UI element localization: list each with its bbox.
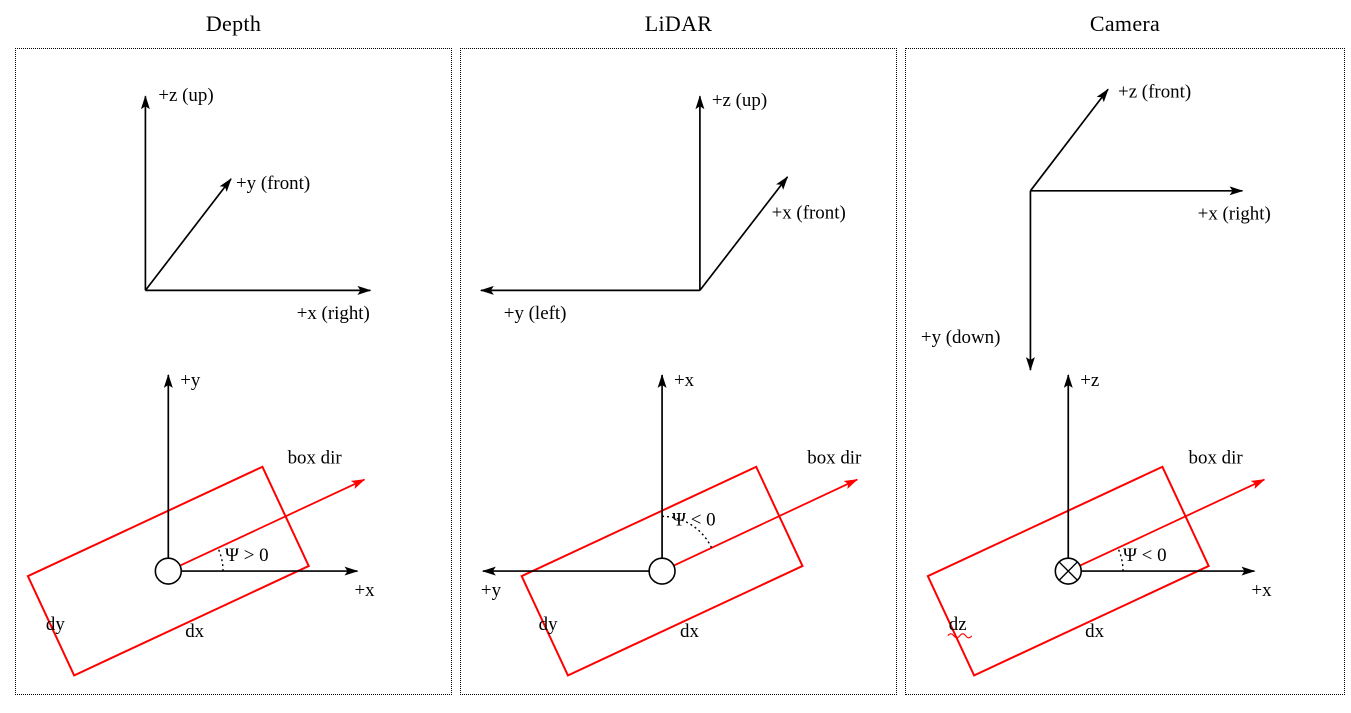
camera-angle-label: Ψ < 0 bbox=[1123, 545, 1167, 566]
camera-dx-label: dx bbox=[1085, 621, 1104, 642]
lidar-box-dir-label: box dir bbox=[807, 448, 862, 469]
lidar-diagram: +z (up) +x (front) +y (left) +x +y box d… bbox=[479, 90, 862, 677]
lidar-box-dir-arrow bbox=[661, 478, 859, 572]
panel-title-lidar: LiDAR bbox=[644, 11, 713, 36]
depth-angle-label: Ψ > 0 bbox=[225, 545, 269, 566]
camera-box-dir-label: box dir bbox=[1189, 448, 1244, 469]
panel-lidar: +z (up) +x (front) +y (left) +x +y box d… bbox=[460, 48, 897, 695]
depth-3d-axes: +z (up) +y (front) +x (right) bbox=[140, 85, 372, 324]
camera-box-horizontal-axis-label: +x bbox=[1251, 580, 1272, 601]
coordinate-systems-figure: Depth +z (up) +y (front) +x (right) bbox=[15, 0, 1345, 695]
lidar-3d-axes: +z (up) +x (front) +y (left) bbox=[479, 90, 846, 324]
depth-box-vertical-axis-label: +y bbox=[180, 370, 201, 391]
lidar-dy-label: dy bbox=[539, 614, 558, 635]
camera-column: Camera +z (front) +x (right) +y (down) bbox=[905, 0, 1345, 695]
lidar-box-diagram: +x +y box dir Ψ < 0 dy dx bbox=[481, 370, 862, 677]
camera-y-axis-label: +y (down) bbox=[921, 327, 1000, 348]
lidar-box-horizontal-axis-label: +y bbox=[481, 580, 502, 601]
depth-angle-arc bbox=[217, 547, 224, 572]
depth-box-diagram: +y +x box dir Ψ > 0 dy dx bbox=[26, 370, 375, 677]
lidar-x-axis-arrow bbox=[699, 176, 789, 291]
depth-box-horizontal-axis-label: +x bbox=[354, 580, 375, 601]
camera-dz-label: dz bbox=[949, 614, 967, 635]
camera-angle-arc bbox=[1117, 547, 1124, 572]
lidar-angle-arc bbox=[662, 515, 713, 549]
depth-box-dir-label: box dir bbox=[288, 448, 343, 469]
lidar-column: LiDAR +z (up) +x (front) +y (left) bbox=[460, 0, 897, 695]
panel-depth: +z (up) +y (front) +x (right) +y +x box … bbox=[15, 48, 452, 695]
panel-title-camera: Camera bbox=[1089, 11, 1161, 36]
dz-squiggle-underline bbox=[947, 633, 973, 639]
lidar-z-axis-label: +z (up) bbox=[712, 90, 767, 111]
depth-y-axis-label: +y (front) bbox=[236, 173, 310, 194]
panel-title-depth: Depth bbox=[205, 11, 262, 36]
depth-column: Depth +z (up) +y (front) +x (right) bbox=[15, 0, 452, 695]
depth-diagram: +z (up) +y (front) +x (right) +y +x box … bbox=[26, 85, 375, 677]
camera-z-axis-label: +z (front) bbox=[1118, 81, 1191, 102]
camera-box-dir-arrow bbox=[1067, 478, 1266, 572]
depth-box-dir-arrow bbox=[167, 478, 366, 572]
depth-x-axis-label: +x (right) bbox=[297, 303, 370, 324]
lidar-angle-label: Ψ < 0 bbox=[672, 509, 716, 530]
lidar-box-vertical-axis-label: +x bbox=[674, 370, 695, 391]
camera-x-axis-label: +x (right) bbox=[1198, 204, 1271, 225]
camera-box-diagram: +z +x box dir Ψ < 0 dz dx bbox=[926, 370, 1272, 677]
camera-3d-axes: +z (front) +x (right) +y (down) bbox=[921, 81, 1271, 372]
camera-origin-cross-line bbox=[1058, 561, 1078, 581]
depth-z-axis-label: +z (up) bbox=[158, 85, 213, 106]
depth-dx-label: dx bbox=[185, 621, 204, 642]
camera-box-vertical-axis-label: +z bbox=[1080, 370, 1099, 391]
lidar-x-axis-label: +x (front) bbox=[772, 203, 846, 224]
camera-z-axis-arrow bbox=[1029, 88, 1109, 192]
lidar-y-axis-label: +y (left) bbox=[504, 303, 567, 324]
depth-origin-marker bbox=[154, 557, 183, 585]
depth-dy-label: dy bbox=[46, 614, 65, 635]
lidar-origin-marker bbox=[648, 557, 676, 585]
camera-diagram: +z (front) +x (right) +y (down) +z +x bo… bbox=[921, 81, 1272, 677]
lidar-dx-label: dx bbox=[680, 621, 699, 642]
depth-y-axis-arrow bbox=[144, 178, 232, 291]
panel-camera: +z (front) +x (right) +y (down) +z +x bo… bbox=[905, 48, 1345, 695]
